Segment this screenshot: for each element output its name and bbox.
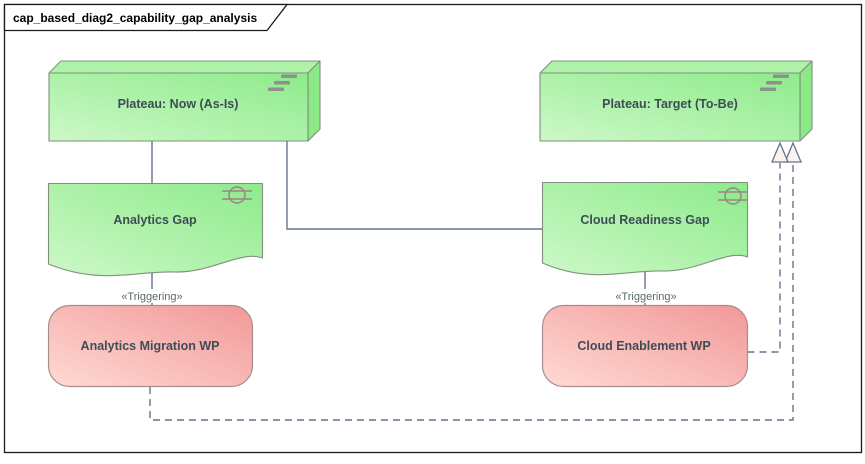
svg-text:«Triggering»: «Triggering» xyxy=(121,291,182,303)
connector-now-to-cloud-readiness-gap[interactable] xyxy=(286,141,542,230)
node-label: Plateau: Now (As-Is) xyxy=(118,97,239,111)
triggering-label-right: «Triggering» xyxy=(598,289,694,303)
gap-icon xyxy=(222,186,252,204)
triggering-label-left: «Triggering» xyxy=(104,289,200,303)
gap-icon xyxy=(718,187,748,205)
node-plateau-target[interactable]: Plateau: Target (To-Be) xyxy=(539,60,813,142)
node-label: Cloud Enablement WP xyxy=(577,339,710,353)
node-plateau-now[interactable]: Plateau: Now (As-Is) xyxy=(48,60,321,142)
node-label: Plateau: Target (To-Be) xyxy=(602,97,738,111)
plateau-icon xyxy=(760,74,789,91)
connector-cloud-wp-to-target[interactable] xyxy=(747,141,789,353)
svg-text:«Triggering»: «Triggering» xyxy=(615,291,676,303)
node-analytics-migration-wp[interactable]: Analytics Migration WP xyxy=(47,304,254,388)
node-analytics-gap[interactable]: Analytics Gap xyxy=(47,182,264,277)
node-label: Analytics Gap xyxy=(113,213,197,227)
hollow-triangle-arrowhead xyxy=(784,141,802,163)
node-cloud-readiness-gap[interactable]: Cloud Readiness Gap xyxy=(541,181,749,276)
diagram-frame: cap_based_diag2_capability_gap_analysis xyxy=(3,3,863,454)
node-cloud-enablement-wp[interactable]: Cloud Enablement WP xyxy=(541,304,749,388)
node-label: Cloud Readiness Gap xyxy=(580,213,710,227)
diagram-title-tab xyxy=(3,3,289,32)
node-label: Analytics Migration WP xyxy=(81,339,220,353)
hollow-triangle-arrowhead xyxy=(771,141,789,163)
diagram-title: cap_based_diag2_capability_gap_analysis xyxy=(13,11,257,25)
connector-analytics-wp-to-target[interactable] xyxy=(149,141,802,421)
plateau-icon xyxy=(268,74,297,91)
